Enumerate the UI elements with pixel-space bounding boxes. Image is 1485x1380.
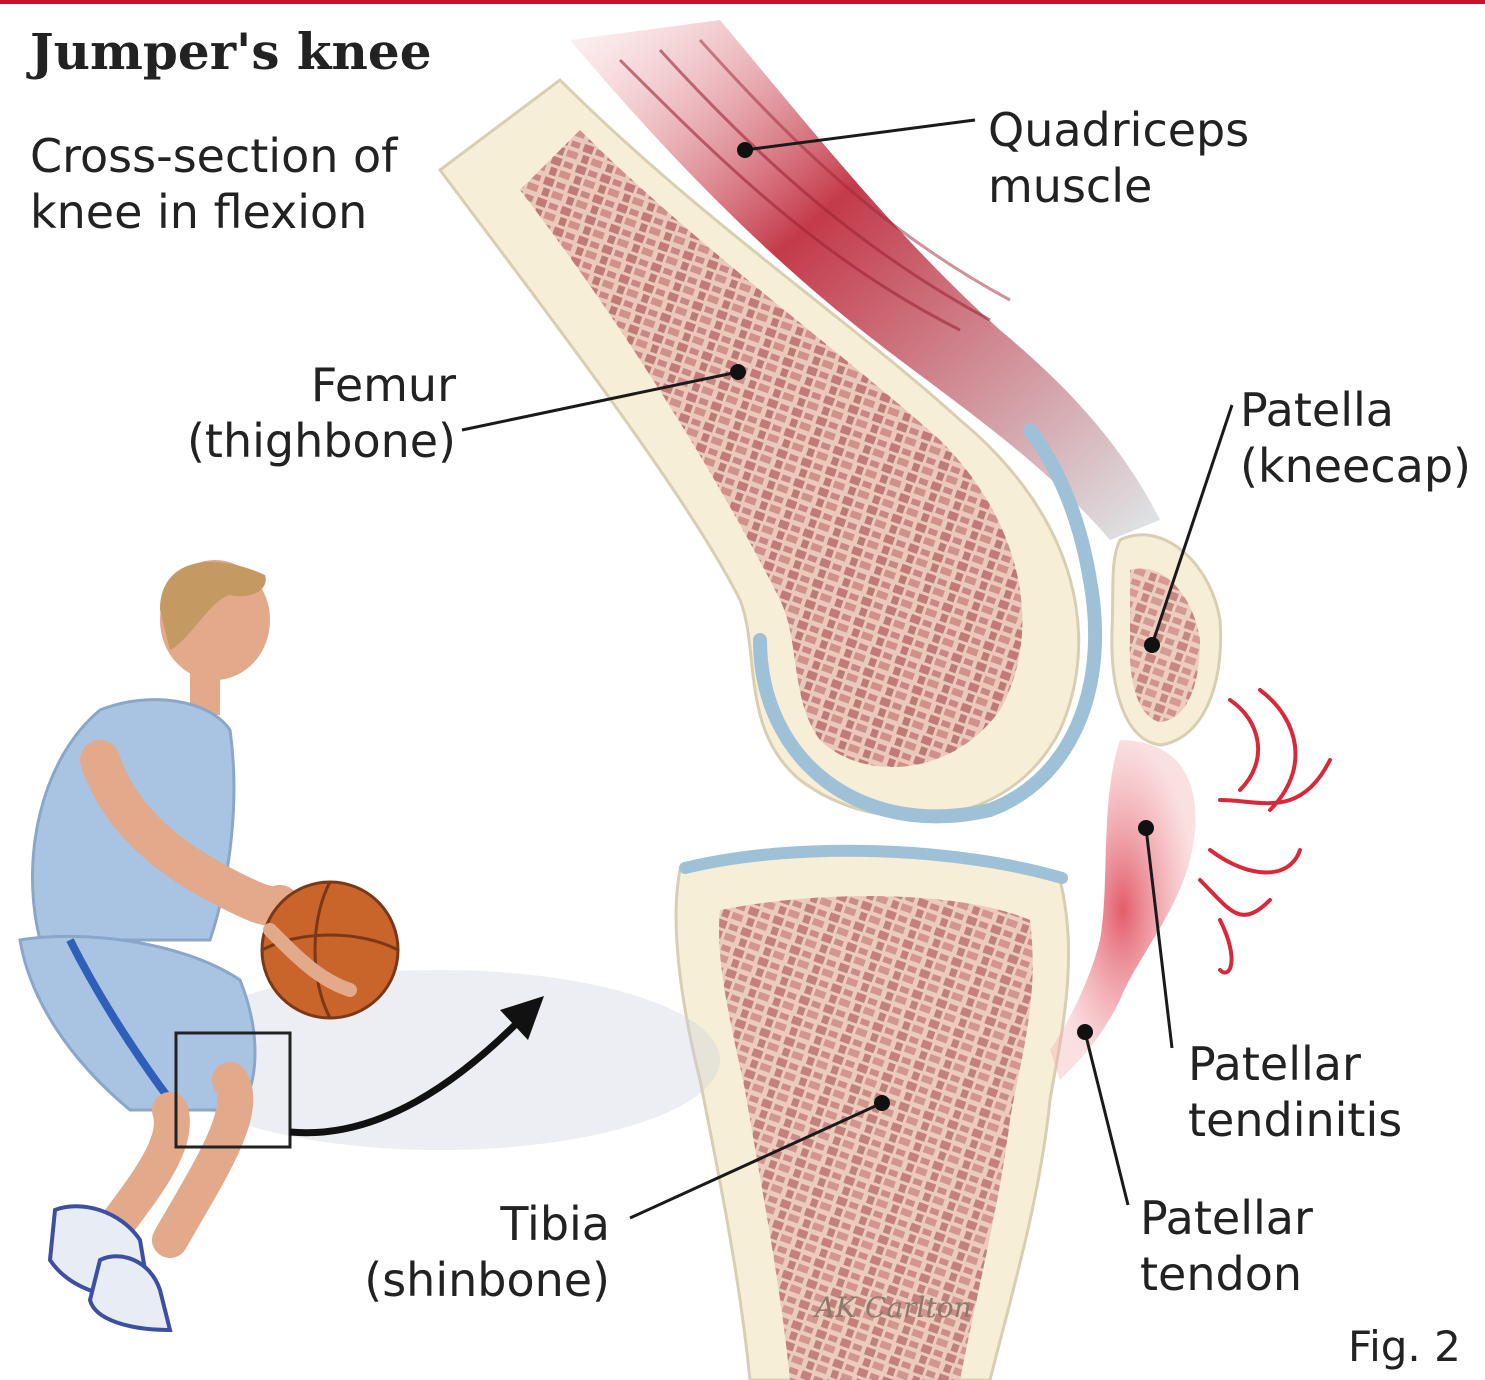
label-tibia-line-1: Tibia	[300, 1196, 610, 1252]
label-tibia: Tibia (shinbone)	[300, 1196, 610, 1308]
patella-bone	[1112, 535, 1221, 745]
label-tibia-line-2: (shinbone)	[300, 1252, 610, 1308]
label-patella-line-2: (kneecap)	[1240, 438, 1471, 494]
label-femur-line-2: (thighbone)	[150, 413, 456, 469]
label-femur-line-1: Femur	[150, 357, 456, 413]
label-quadriceps-line-1: Quadriceps	[988, 102, 1249, 158]
figure-subtitle: Cross-section of knee in flexion	[30, 128, 397, 240]
label-quadriceps: Quadriceps muscle	[988, 102, 1249, 214]
inflammation-lines	[1200, 690, 1330, 973]
label-quadriceps-line-2: muscle	[988, 158, 1249, 214]
subtitle-line-2: knee in flexion	[30, 184, 397, 240]
label-patellar-tendinitis: Patellar tendinitis	[1188, 1036, 1402, 1148]
subtitle-line-1: Cross-section of	[30, 128, 397, 184]
label-femur: Femur (thighbone)	[150, 357, 456, 469]
label-patellar-tendon-line-2: tendon	[1140, 1246, 1313, 1302]
label-patella: Patella (kneecap)	[1240, 382, 1471, 494]
artist-signature: AK Carlton	[815, 1280, 972, 1336]
label-patella-line-1: Patella	[1240, 382, 1471, 438]
label-patellar-tendinitis-line-2: tendinitis	[1188, 1092, 1402, 1148]
label-patellar-tendinitis-line-1: Patellar	[1188, 1036, 1402, 1092]
figure-title: Jumper's knee	[30, 22, 432, 82]
figure-number: Fig. 2	[1348, 1322, 1461, 1372]
label-patellar-tendon-line-1: Patellar	[1140, 1190, 1313, 1246]
label-patellar-tendon: Patellar tendon	[1140, 1190, 1313, 1302]
patellar-tendon	[1050, 740, 1195, 1080]
